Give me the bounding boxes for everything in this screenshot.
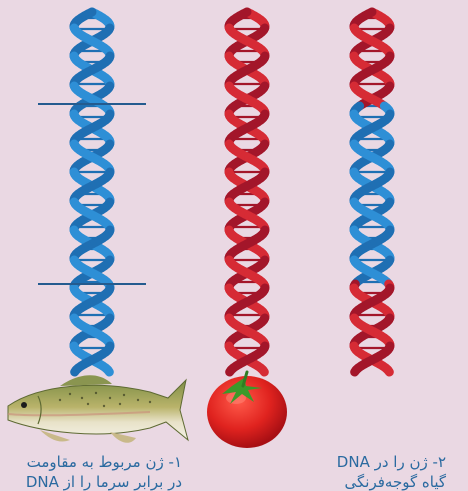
fish-dna-helix [74,12,110,372]
salmon-fish-icon [8,375,188,443]
fish-dna-backbone-2 [75,370,76,372]
tomato-caption-line-2: گیاه گوجه‌فرنگی [296,472,446,491]
fish-caption-line-1: ۱- ژن مربوط به مقاومت [6,452,182,472]
tomato-dna-helix [229,12,265,372]
recombinant-dna-backbone-2 [355,370,356,372]
tomato-icon [207,372,287,448]
fish-gene-caption: ۱- ژن مربوط به مقاومت در برابر سرما را ا… [6,452,182,491]
recombinant-dna-backbone-1 [388,370,389,372]
tomato-dna-backbone-1 [263,370,264,372]
tomato-gene-caption: ۲- ژن را در DNA گیاه گوجه‌فرنگی [296,452,446,491]
fish-caption-line-2: در برابر سرما را از DNA [6,472,182,491]
tomato-dna-backbone-2 [230,370,231,372]
fish-dna-backbone-1 [108,370,109,372]
tomato-caption-line-1: ۲- ژن را در DNA [296,452,446,472]
recombinant-dna-helix [354,12,390,372]
